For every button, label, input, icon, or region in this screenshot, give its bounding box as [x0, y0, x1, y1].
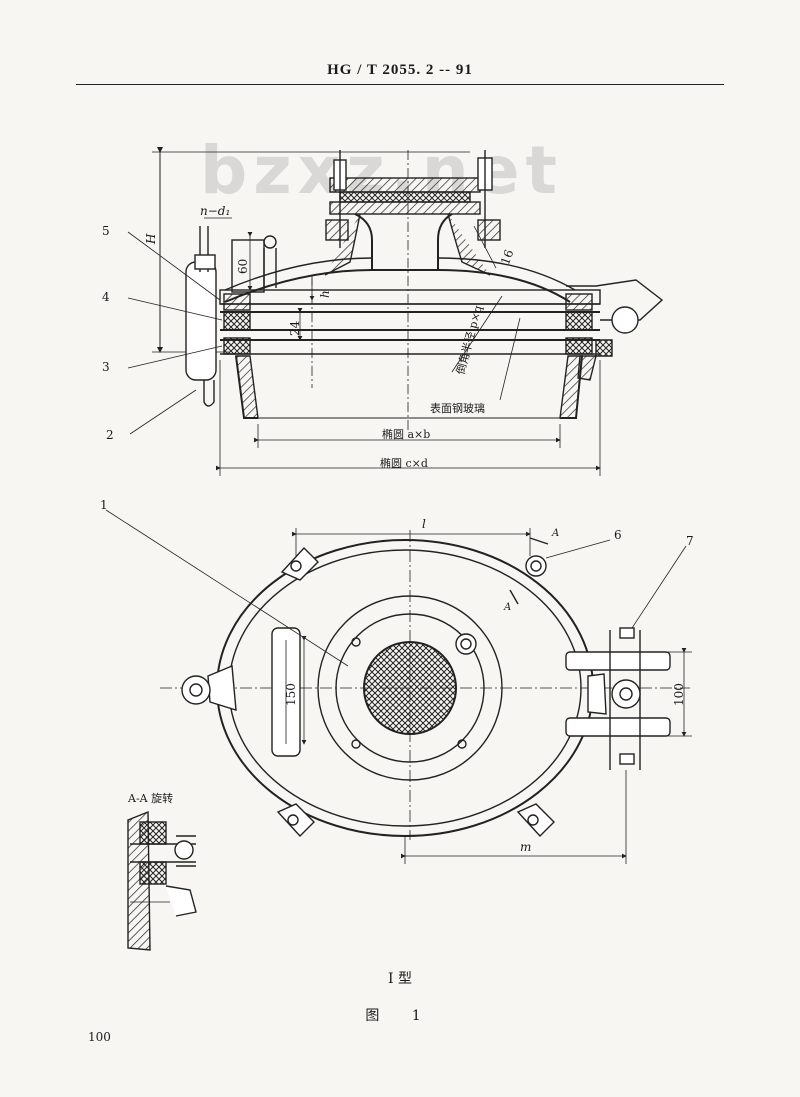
- dim-100: 100: [672, 683, 686, 706]
- type-caption: I 型: [388, 971, 412, 987]
- label-surface-glass: 表面钢玻璃: [430, 402, 485, 415]
- callout-4: 4: [102, 290, 110, 304]
- section-marker-bottom: A: [504, 602, 512, 613]
- section-marker-top: A: [552, 528, 560, 539]
- callout-2: 2: [106, 428, 114, 442]
- dim-150: 150: [284, 683, 298, 706]
- figure-caption: 图 1: [365, 1008, 435, 1024]
- dim-m: m: [520, 840, 532, 854]
- page-number: 100: [88, 1030, 111, 1044]
- dim-24: 24: [288, 320, 302, 336]
- detail-title: A-A 旋转: [128, 792, 174, 805]
- callout-5: 5: [102, 224, 110, 238]
- callout-1: 1: [100, 498, 108, 512]
- callout-7: 7: [686, 534, 694, 548]
- dim-l: l: [422, 517, 426, 531]
- dim-60: 60: [236, 258, 250, 274]
- header-rule: [76, 84, 724, 85]
- dim-n-d1: n−d₁: [200, 204, 231, 218]
- callout-3: 3: [102, 360, 110, 374]
- detail-view: [127, 810, 197, 951]
- dim-ellipse-cd: 椭圆 c×d: [380, 457, 428, 470]
- dim-ellipse-ab: 椭圆 a×b: [382, 428, 431, 441]
- callout-6: 6: [614, 528, 622, 542]
- dim-H: H: [144, 233, 158, 244]
- dim-h: h: [318, 290, 332, 298]
- standard-header: HG / T 2055. 2 -- 91: [327, 62, 473, 78]
- plan-view: [105, 509, 692, 864]
- section-view: [127, 147, 664, 476]
